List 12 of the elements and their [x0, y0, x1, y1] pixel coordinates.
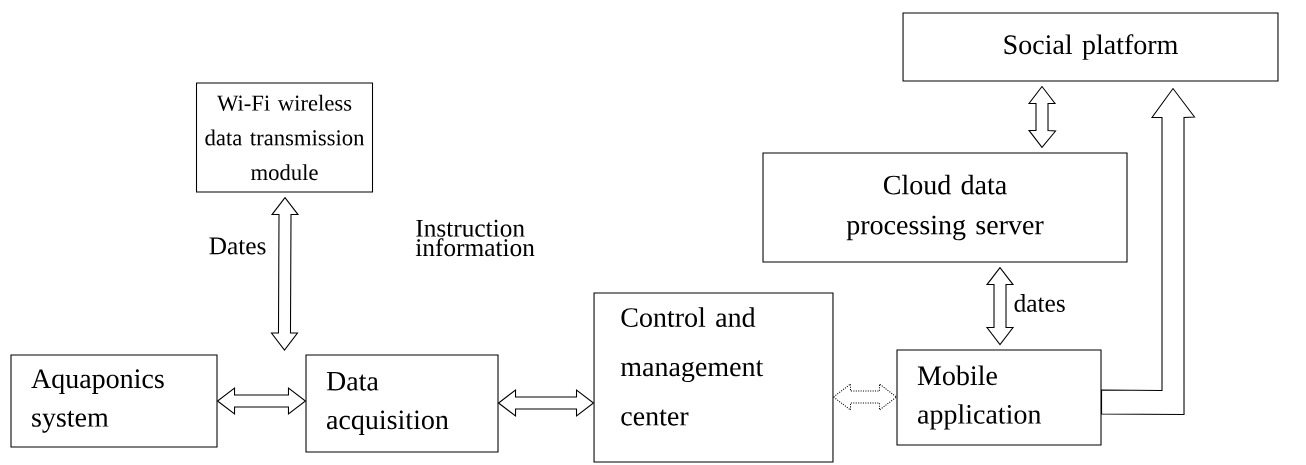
process-box: Wi-Fi wireless data transmission module [195, 82, 374, 193]
note-label: Instruction information [415, 219, 535, 257]
process-box: Cloud data processing server [762, 152, 1128, 263]
process-box: Aquaponics system [10, 354, 218, 448]
edge-label: dates [1014, 294, 1065, 312]
process-box: Data acquisition [305, 354, 499, 453]
double-arrow [832, 382, 898, 412]
process-box: Social platform [902, 12, 1279, 82]
bent-arrow [1101, 87, 1196, 416]
process-box: Control and management center [593, 292, 834, 463]
process-box: Mobile application [896, 349, 1102, 446]
edge-label: Dates [209, 237, 266, 255]
